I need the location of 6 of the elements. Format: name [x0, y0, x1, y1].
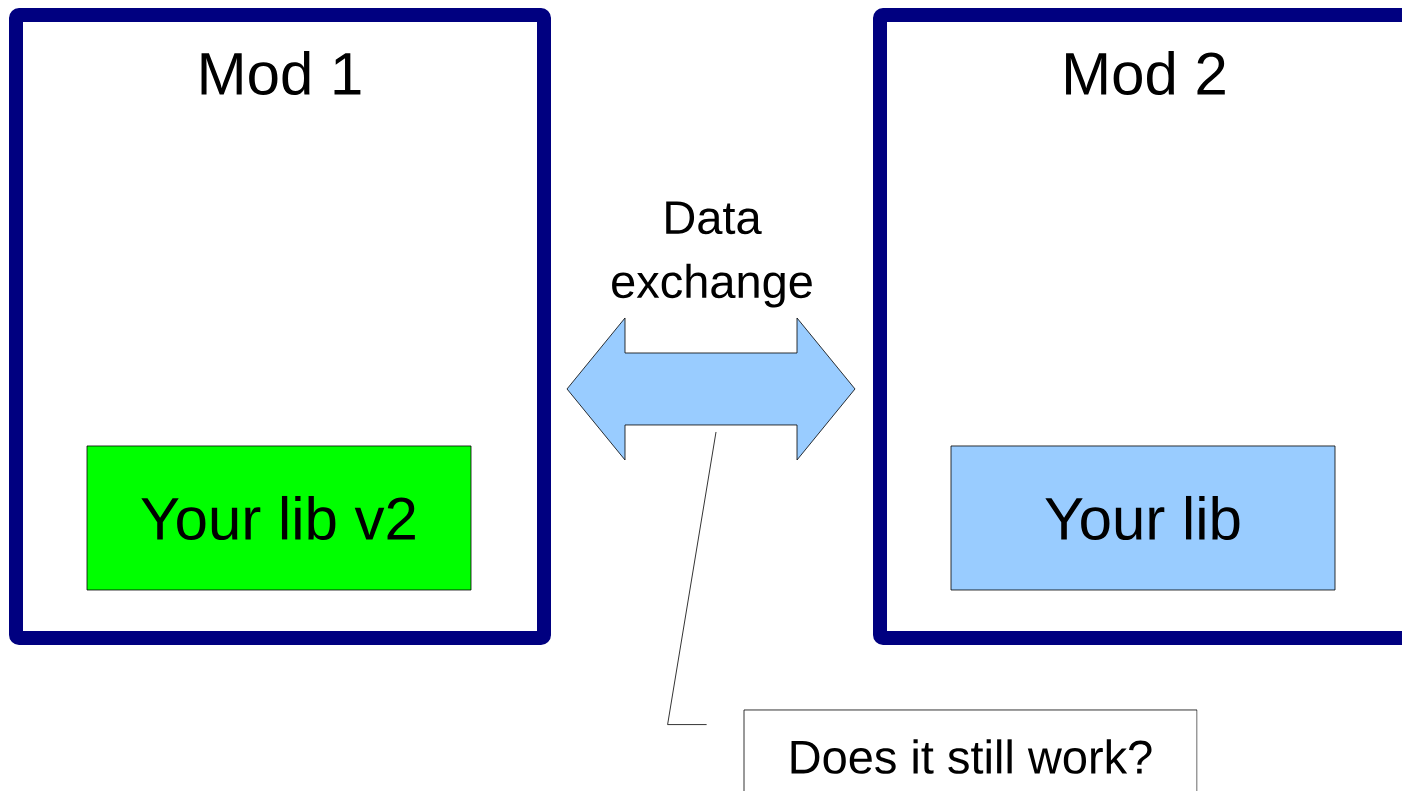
callout-box: Does it still work? — [743, 709, 1198, 791]
double-arrow — [566, 317, 856, 461]
library-box: Your lib — [950, 445, 1336, 591]
leader-line — [667, 431, 717, 725]
edge-label: Data exchange — [612, 201, 812, 308]
library-box: Your lib v2 — [86, 445, 472, 591]
